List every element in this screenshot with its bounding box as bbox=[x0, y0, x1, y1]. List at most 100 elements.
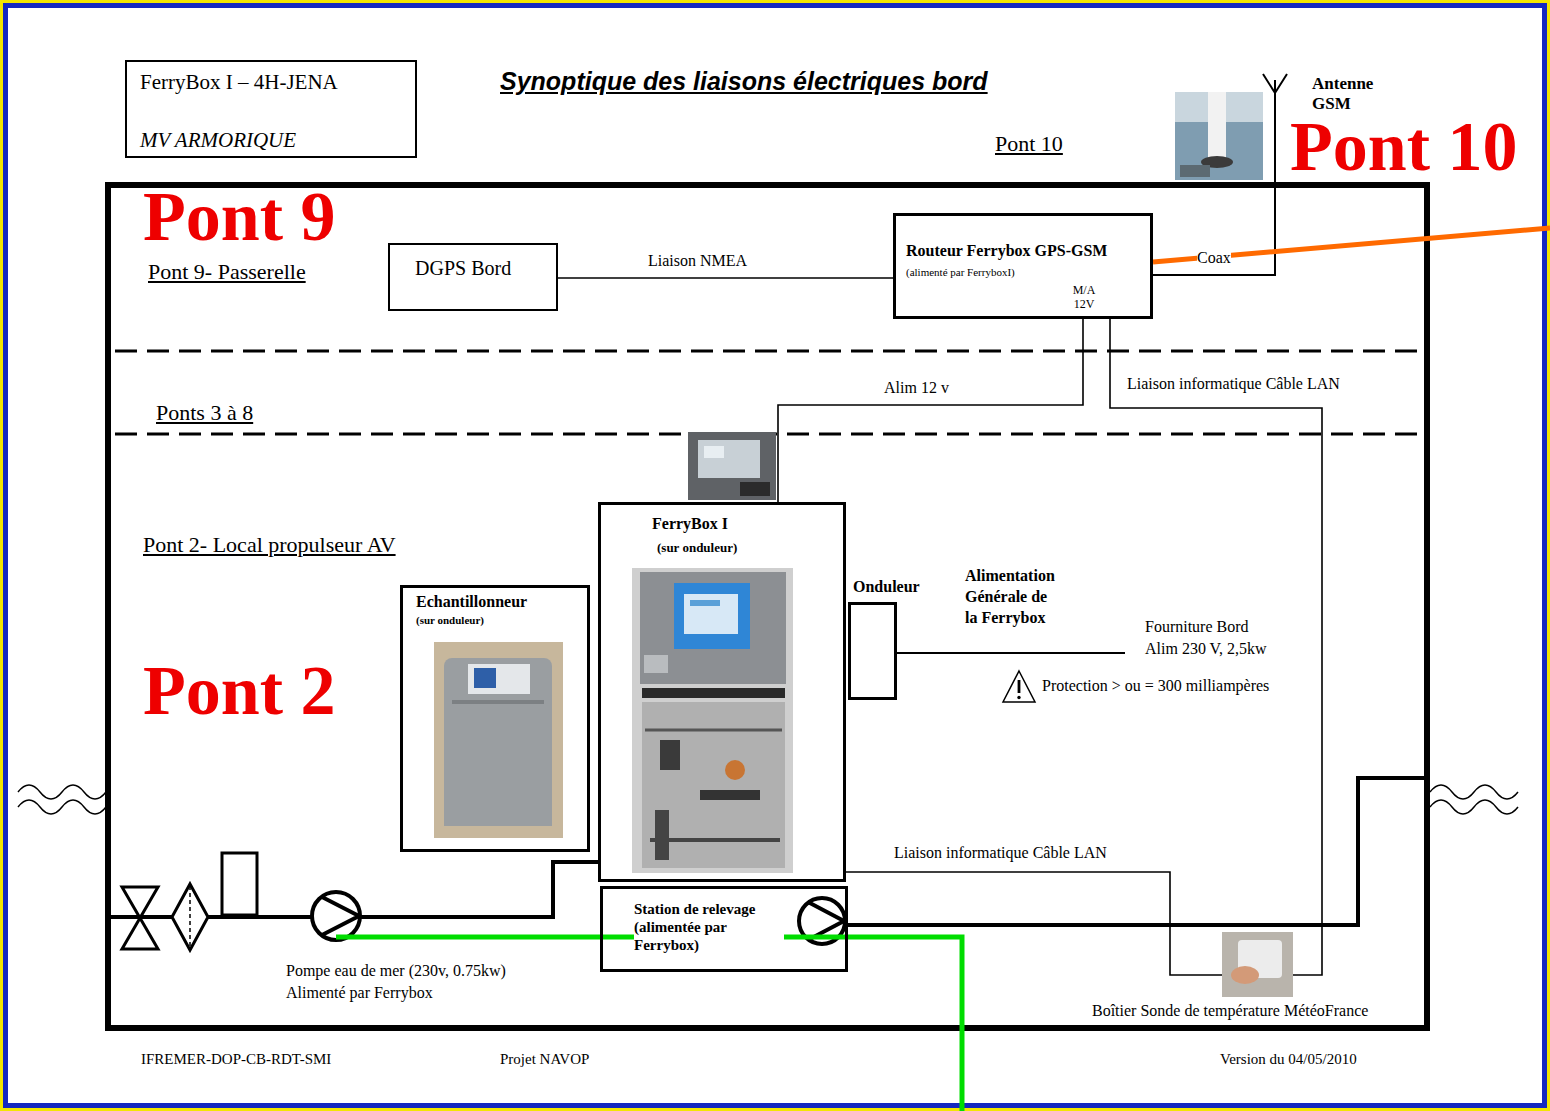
power-supply-photo bbox=[688, 432, 776, 500]
valve-symbol bbox=[189, 886, 191, 948]
ferrybox-photo bbox=[674, 583, 750, 649]
footer-text: IFREMER-DOP-CB-RDT-SMI bbox=[141, 1052, 331, 1067]
deck-number: Pont 10 bbox=[1290, 112, 1518, 182]
deck-label: Ponts 3 à 8 bbox=[156, 402, 253, 424]
cable-connector bbox=[1110, 319, 1322, 975]
antenna-photo bbox=[1208, 92, 1226, 162]
power-supply-photo bbox=[698, 440, 760, 478]
box-text: (sur onduleur) bbox=[657, 541, 737, 554]
ferrybox-photo bbox=[632, 568, 793, 873]
ferrybox-photo bbox=[690, 600, 720, 606]
power-label: Fourniture Bord Alim 230 V, 2,5kw bbox=[1145, 616, 1280, 659]
ferrybox-photo bbox=[700, 790, 760, 800]
page-frame bbox=[8, 8, 1542, 1103]
waterline bbox=[18, 800, 106, 814]
ship-hull bbox=[108, 185, 1427, 1028]
sensor-box: Boîtier Sonde de température MétéoFrance bbox=[1222, 932, 1293, 997]
pump-symbol bbox=[312, 892, 360, 940]
connector-label: Liaison NMEA bbox=[648, 253, 747, 269]
ferrybox-photo bbox=[642, 688, 785, 698]
antenna-photo bbox=[1180, 165, 1210, 177]
box-text: (sur onduleur) bbox=[416, 615, 484, 626]
box-heading: Boîtier Sonde de température MétéoFrance bbox=[1092, 1003, 1368, 1019]
box-text: (alimenté par FerryboxI) bbox=[906, 267, 1015, 278]
sampler-photo bbox=[452, 700, 544, 704]
valve-symbol bbox=[122, 853, 257, 950]
annotation-line bbox=[336, 228, 1550, 1111]
deck-separator bbox=[115, 351, 1418, 434]
sensor-photo bbox=[1231, 966, 1259, 984]
deck-label: Pont 9- Passerelle bbox=[148, 261, 306, 283]
pump-symbol bbox=[808, 902, 844, 940]
sampler-photo bbox=[434, 642, 563, 838]
ferrybox-photo bbox=[725, 760, 745, 780]
power-supply-photo bbox=[688, 432, 776, 500]
sampler-photo bbox=[434, 642, 563, 838]
ferrybox-photo bbox=[642, 702, 785, 868]
title-box: FerryBox I – 4H-JENA MV ARMORIQUE bbox=[125, 60, 417, 158]
sensor-photo bbox=[1222, 932, 1293, 997]
box-heading: Echantillonneur bbox=[416, 594, 527, 610]
page-frame bbox=[3, 3, 1547, 1108]
power-feed-line bbox=[897, 653, 1125, 654]
antenna-label: Antenne GSM bbox=[1312, 74, 1387, 113]
seawater-pipe bbox=[845, 778, 1424, 925]
pump-label: Pompe eau de mer (230v, 0.75kw) Alimenté… bbox=[286, 960, 526, 1003]
box-text: M/A 12V bbox=[1068, 284, 1100, 312]
ferrybox-photo bbox=[632, 568, 793, 873]
power-supply-photo bbox=[740, 482, 770, 496]
warning-symbol bbox=[1003, 671, 1035, 702]
ferrybox-photo bbox=[640, 572, 786, 684]
cable-connector bbox=[778, 319, 1083, 502]
ferrybox-photo bbox=[684, 594, 738, 634]
power-supply-photo bbox=[704, 446, 724, 458]
ferrybox-photo bbox=[655, 810, 669, 860]
box-heading: FerryBox I – 4H-JENA bbox=[140, 72, 338, 93]
antenna-photo bbox=[1175, 92, 1263, 180]
seawater-pipe bbox=[360, 862, 598, 917]
warning-symbol bbox=[1003, 671, 1035, 702]
gsm-antenna bbox=[1153, 80, 1275, 275]
box-heading: Onduleur bbox=[853, 579, 920, 595]
valve-symbol bbox=[222, 853, 257, 915]
box-heading: FerryBox I bbox=[652, 516, 728, 532]
box-heading: Routeur Ferrybox GPS-GSM bbox=[906, 243, 1107, 259]
ferrybox-box: FerryBox I (sur onduleur) bbox=[598, 502, 846, 882]
warning-note: Protection > ou = 300 milliampères bbox=[1042, 678, 1269, 694]
cable-connector bbox=[558, 277, 893, 279]
box-text: MV ARMORIQUE bbox=[140, 130, 296, 151]
deck-separator bbox=[115, 350, 1418, 353]
sampler-photo bbox=[468, 664, 530, 694]
warning-symbol bbox=[1018, 680, 1021, 693]
connector-label: Alim 12 v bbox=[884, 380, 949, 396]
valve-symbol bbox=[122, 887, 158, 949]
power-label: Alimentation Générale de la Ferrybox bbox=[965, 566, 1061, 628]
pump-symbol bbox=[322, 897, 359, 935]
diagram-title: Synoptique des liaisons électriques bord bbox=[500, 69, 988, 94]
cable-connector bbox=[846, 872, 1222, 975]
footer-text: Version du 04/05/2010 bbox=[1220, 1052, 1357, 1067]
sensor-photo bbox=[1222, 932, 1293, 997]
cable-label: Coax bbox=[1197, 250, 1231, 266]
deck-label: Pont 10 bbox=[995, 133, 1063, 155]
ups-box: Onduleur bbox=[848, 602, 897, 700]
gsm-antenna bbox=[1153, 74, 1287, 275]
valve-symbol bbox=[172, 884, 208, 950]
waterline bbox=[1430, 800, 1518, 814]
box-heading: Station de relevage (alimentée par Ferry… bbox=[634, 900, 784, 954]
connector-label: Liaison informatique Câble LAN bbox=[894, 845, 1107, 861]
antenna-photo bbox=[1175, 92, 1263, 180]
waterline bbox=[1430, 785, 1518, 799]
gps-box: DGPS Bord bbox=[388, 243, 558, 311]
sampler-photo bbox=[474, 668, 496, 688]
power-feed-line bbox=[897, 652, 1125, 654]
pump-station-box: Station de relevage (alimentée par Ferry… bbox=[600, 886, 848, 972]
connector-label: Liaison informatique Câble LAN bbox=[1127, 376, 1340, 392]
sampler-box: Echantillonneur (sur onduleur) bbox=[400, 585, 590, 852]
ferrybox-photo bbox=[645, 729, 782, 732]
sampler-photo bbox=[444, 658, 552, 826]
